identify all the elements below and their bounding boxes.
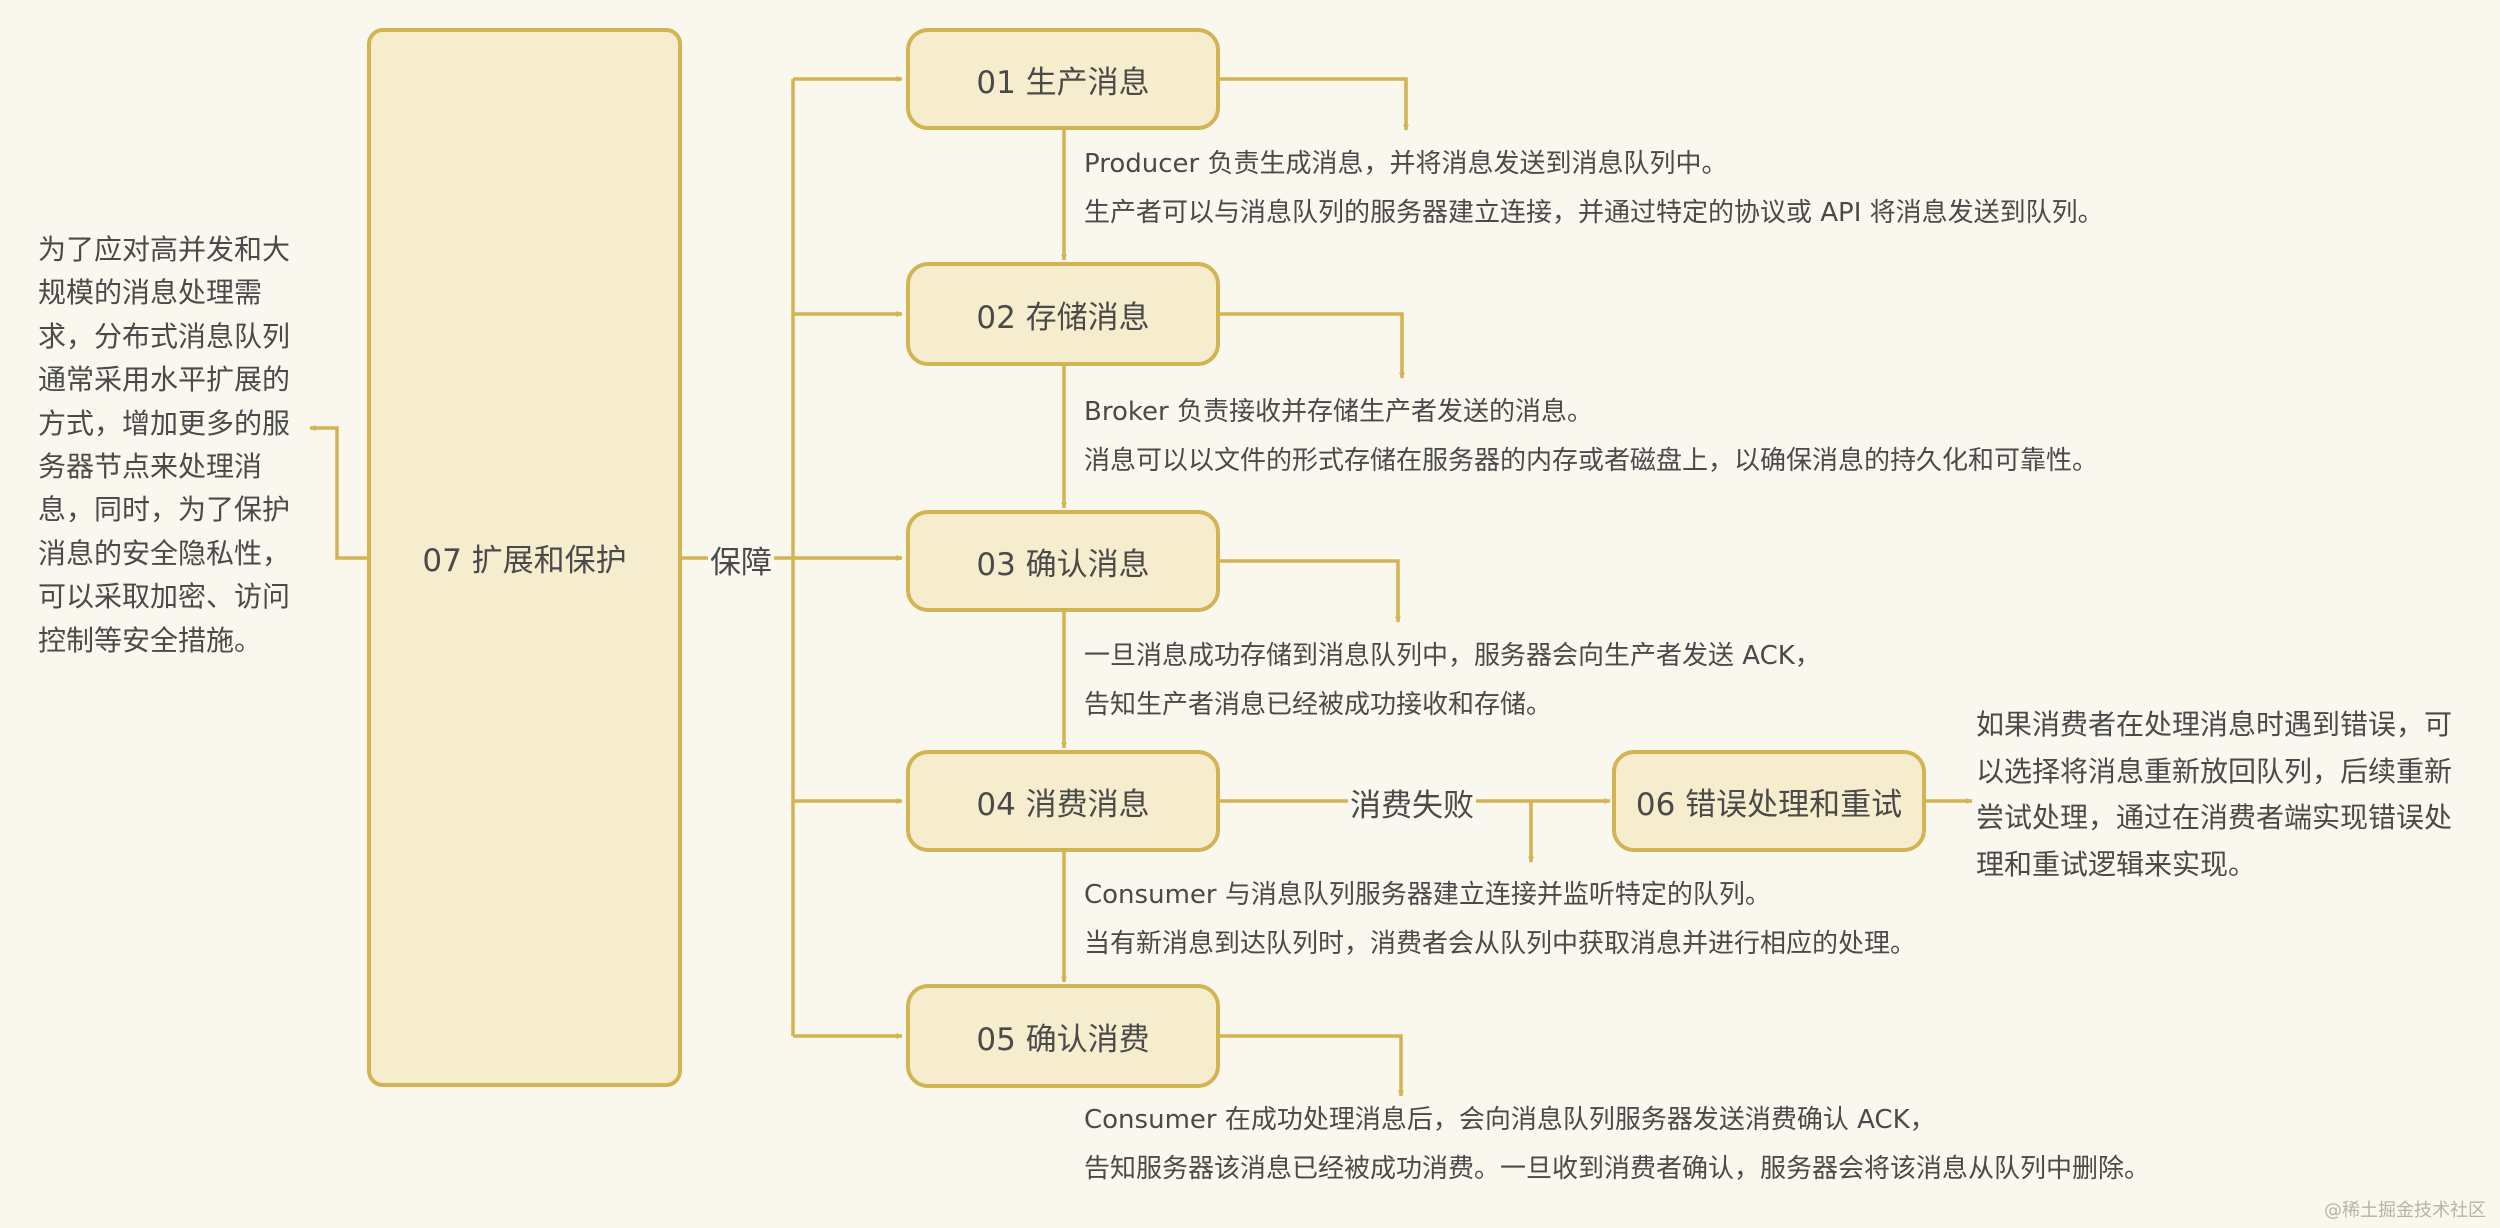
node-01-label: 01 生产消息: [976, 64, 1150, 101]
desc-02-line-2: 消息可以以文件的形式存储在服务器的内存或者磁盘上，以确保消息的持久化和可靠性。: [1084, 446, 2099, 476]
desc-04-line-2: 当有新消息到达队列时，消费者会从队列中获取消息并进行相应的处理。: [1084, 929, 1917, 959]
watermark: @稀土掘金技术社区: [2324, 1200, 2486, 1221]
desc-06-line-2: 以选择将消息重新放回队列，后续重新: [1976, 754, 2453, 788]
desc-06: 如果消费者在处理消息时遇到错误，可 以选择将消息重新放回队列，后续重新 尝试处理…: [1976, 702, 2486, 888]
desc-06-line-1: 如果消费者在处理消息时遇到错误，可: [1976, 708, 2453, 741]
desc-07-line-1: 为了应对高并发和大: [38, 233, 291, 266]
desc-07-line-2: 规模的消息处理需: [38, 276, 263, 310]
edge-02-desc: [1220, 312, 1405, 379]
node-01-produce: 01 生产消息: [906, 28, 1220, 130]
node-05-label: 05 确认消费: [976, 1021, 1150, 1058]
desc-07-line-9: 可以采取加密、访问: [38, 580, 291, 614]
node-07-label: 07 扩展和保护: [422, 543, 627, 579]
desc-01-line-2: 生产者可以与消息队列的服务器建立连接，并通过特定的协议或 API 将消息发送到队…: [1084, 198, 2104, 228]
desc-02-line-1: Broker 负责接收并存储生产者发送的消息。: [1084, 397, 1593, 427]
desc-04: Consumer 与消息队列服务器建立连接并监听特定的队列。 当有新消息到达队列…: [1084, 871, 1916, 969]
desc-03: 一旦消息成功存储到消息队列中，服务器会向生产者发送 ACK， 告知生产者消息已经…: [1084, 632, 1821, 730]
node-05-ack-consume: 05 确认消费: [906, 984, 1220, 1088]
desc-07-line-3: 求，分布式消息队列: [38, 319, 291, 353]
node-03-label: 03 确认消息: [976, 546, 1150, 583]
node-02-label: 02 存储消息: [976, 299, 1150, 336]
edge-07-side: [309, 425, 367, 560]
desc-04-line-1: Consumer 与消息队列服务器建立连接并监听特定的队列。: [1084, 880, 1771, 910]
edge-01-desc: [1220, 77, 1409, 131]
desc-05: Consumer 在成功处理消息后，会向消息队列服务器发送消费确认 ACK， 告…: [1084, 1096, 2150, 1194]
node-06-label: 06 错误处理和重试: [1635, 786, 1903, 823]
desc-01: Producer 负责生成消息，并将消息发送到消息队列中。 生产者可以与消息队列…: [1084, 140, 2104, 238]
desc-07-line-10: 控制等安全措施。: [38, 623, 263, 657]
desc-05-line-2: 告知服务器该消息已经被成功消费。一旦收到消费者确认，服务器会将该消息从队列中删除…: [1084, 1154, 2151, 1184]
desc-01-line-1: Producer 负责生成消息，并将消息发送到消息队列中。: [1084, 149, 1728, 179]
desc-07-line-6: 务器节点来处理消: [38, 450, 263, 484]
desc-06-line-4: 理和重试逻辑来实现。: [1976, 847, 2257, 881]
desc-03-line-1: 一旦消息成功存储到消息队列中，服务器会向生产者发送 ACK，: [1084, 641, 1821, 671]
node-03-confirm: 03 确认消息: [906, 510, 1220, 612]
desc-02: Broker 负责接收并存储生产者发送的消息。 消息可以以文件的形式存储在服务器…: [1084, 388, 2098, 486]
desc-05-line-1: Consumer 在成功处理消息后，会向消息队列服务器发送消费确认 ACK，: [1084, 1105, 1936, 1135]
desc-07-line-8: 消息的安全隐私性，: [38, 536, 291, 570]
desc-07: 为了应对高并发和大 规模的消息处理需 求，分布式消息队列 通常采用水平扩展的 方…: [38, 228, 308, 662]
node-07-scale-protect: 07 扩展和保护: [367, 28, 682, 1087]
edge-03-desc: [1220, 559, 1401, 623]
desc-07-line-7: 息，同时，为了保护: [38, 493, 291, 527]
desc-07-line-5: 方式，增加更多的服: [38, 406, 291, 440]
node-02-store: 02 存储消息: [906, 262, 1220, 366]
desc-03-line-2: 告知生产者消息已经被成功接收和存储。: [1084, 690, 1553, 720]
edge-05-desc: [1220, 1034, 1404, 1097]
desc-07-line-4: 通常采用水平扩展的: [38, 363, 291, 397]
node-06-error-retry: 06 错误处理和重试: [1612, 750, 1926, 852]
node-04-consume: 04 消费消息: [906, 750, 1220, 852]
desc-06-line-3: 尝试处理，通过在消费者端实现错误处: [1976, 801, 2453, 834]
edge-label-guarantee: 保障: [708, 537, 774, 582]
node-04-label: 04 消费消息: [976, 786, 1150, 823]
edge-label-consume-fail: 消费失败: [1348, 780, 1476, 825]
